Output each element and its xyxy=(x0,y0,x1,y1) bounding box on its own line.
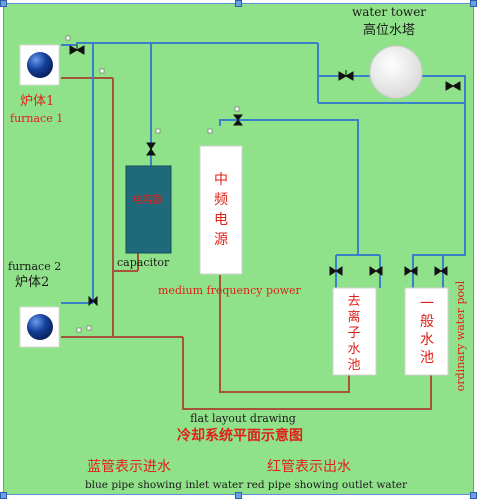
blue-pipe-power-feed xyxy=(219,119,359,255)
deionized-water-pool xyxy=(332,287,377,376)
furnace-2-label-en: furnace 2 xyxy=(8,260,61,273)
legend-blue-zh: 蓝管表示进水 xyxy=(87,459,171,475)
medium-frequency-power xyxy=(199,145,243,275)
blue-pipe-tower-right xyxy=(412,75,466,278)
resize-handle-top-left[interactable] xyxy=(0,0,7,7)
ordinary-pool-label-zh-4: 池 xyxy=(420,350,434,366)
ordinary-pool-label-zh-3: 水 xyxy=(420,332,434,348)
resize-handle-top-center[interactable] xyxy=(235,0,242,7)
frame-right xyxy=(473,3,474,495)
diagram-title-zh: 冷却系统平面示意图 xyxy=(177,427,303,444)
resize-handle-bottom-right[interactable] xyxy=(470,492,477,499)
valve-icon xyxy=(329,266,343,276)
valve-icon xyxy=(338,70,354,81)
capacitor-label-en: capacitor xyxy=(117,256,170,269)
ordinary-water-pool xyxy=(404,287,449,376)
ordinary-pool-label-en: ordinary water pool xyxy=(454,280,467,391)
valve-icon xyxy=(369,266,383,276)
red-pipe-power-return xyxy=(219,275,350,393)
ordinary-pool-label-zh-1: 一 xyxy=(420,296,434,312)
power-label-zh-3: 电 xyxy=(214,212,228,228)
water-tower-label-zh: 高位水塔 xyxy=(363,22,415,38)
resize-handle-top-right[interactable] xyxy=(470,0,477,7)
furnace-2-label-zh: 炉体2 xyxy=(15,275,49,290)
frame-left xyxy=(3,3,4,495)
deion-pool-label-zh-1: 去 xyxy=(347,294,360,309)
ordinary-pool-label-zh-2: 般 xyxy=(420,314,434,330)
deion-pool-label-zh-5: 池 xyxy=(347,358,360,373)
furnace-1-ball xyxy=(27,52,53,78)
valve-icon xyxy=(404,266,418,276)
furnace-2-ball xyxy=(27,314,53,340)
valve-icon xyxy=(445,81,461,91)
valves xyxy=(69,44,461,307)
diagram-canvas: water tower 高位水塔 炉体1 furnace 1 furnace 2… xyxy=(3,3,474,495)
deion-pool-label-zh-3: 子 xyxy=(347,326,360,341)
capacitor xyxy=(125,165,172,254)
water-tower-label-en: water tower xyxy=(352,5,426,19)
valve-icon xyxy=(88,295,98,307)
deion-pool-label-zh-4: 水 xyxy=(347,342,360,357)
power-label-zh-2: 频 xyxy=(214,192,228,208)
water-tower xyxy=(369,45,423,99)
valve-icon xyxy=(146,142,156,156)
cooling-system-diagram: water tower 高位水塔 炉体1 furnace 1 furnace 2… xyxy=(8,5,467,491)
furnace-1-label-zh: 炉体1 xyxy=(20,94,54,109)
outlet-pipes xyxy=(61,77,432,410)
valve-icon xyxy=(434,266,448,276)
resize-handle-bottom-center[interactable] xyxy=(235,492,242,499)
furnace-1-label-en: furnace 1 xyxy=(10,112,63,125)
power-label-zh-4: 源 xyxy=(214,232,228,248)
resize-handle-bottom-left[interactable] xyxy=(0,492,7,499)
capacitor-label-zh: 电容器 xyxy=(133,193,163,206)
pipe-ends xyxy=(65,35,240,333)
power-label-en: medium frequency power xyxy=(158,284,302,297)
legend-red-zh: 红管表示出水 xyxy=(267,459,351,475)
layout-caption-en: flat layout drawing xyxy=(190,412,296,425)
power-label-zh-1: 中 xyxy=(214,172,228,188)
deion-pool-label-zh-2: 离 xyxy=(347,309,360,325)
valve-icon xyxy=(232,114,244,126)
valve-icon xyxy=(69,44,85,55)
legend-en: blue pipe showing inlet water red pipe s… xyxy=(85,479,408,491)
red-pipe-bottom-return xyxy=(182,337,432,410)
